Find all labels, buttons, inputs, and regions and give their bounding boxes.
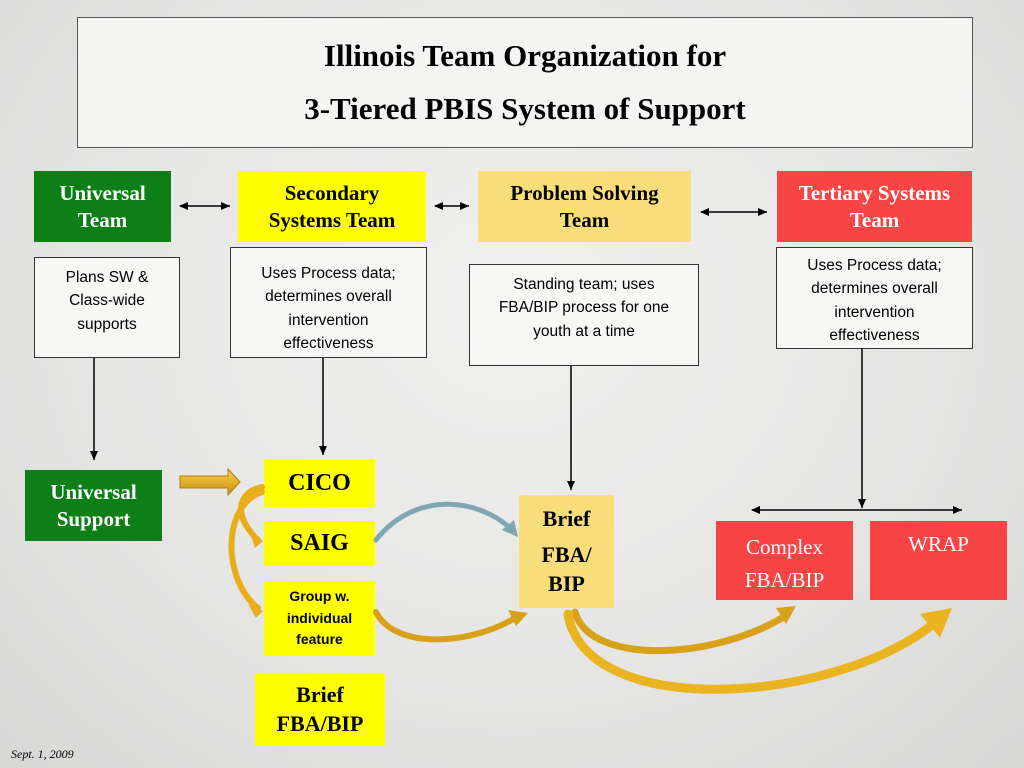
secondary-team-label: Secondary Systems Team — [268, 180, 396, 232]
tertiary-team-label: Tertiary Systems Team — [798, 180, 951, 232]
bip-word: BIP — [548, 571, 585, 597]
universal-team-label: Universal Team — [59, 180, 146, 232]
cico-to-group-curve — [228, 489, 265, 611]
brief-fba-bip-secondary-label: Brief FBA/BIP — [276, 682, 364, 736]
brief-to-wrap-curve — [563, 609, 937, 694]
problem-solving-description: Standing team; uses FBA/BIP process for … — [498, 276, 670, 340]
tertiary-description: Uses Process data; determines overall in… — [807, 257, 942, 344]
saig-to-brief-arrowhead — [502, 520, 518, 537]
cico-to-saig-arrowhead — [250, 533, 263, 548]
universal-description: Plans SW & Class-wide supports — [65, 269, 149, 333]
universal-description-box: Plans SW & Class-wide supports — [34, 257, 180, 358]
brief-to-complex-arrowhead — [776, 606, 796, 624]
problem-solving-team-label: Problem Solving Team — [510, 180, 659, 232]
brief-to-wrap-arrowhead — [920, 608, 952, 638]
problem-solving-team-box: Problem Solving Team — [478, 171, 691, 242]
group-individual-feature-box: Group w. individual feature — [264, 581, 375, 656]
brief-to-complex-curve — [571, 608, 786, 655]
tertiary-description-box: Uses Process data; determines overall in… — [776, 247, 973, 349]
saig-to-brief-curve — [373, 501, 515, 543]
cico-to-group-arrowhead — [248, 604, 263, 618]
cico-box: CICO — [264, 460, 375, 507]
universal-to-secondary-block-arrow — [179, 467, 241, 497]
fba-word: FBA/ — [541, 541, 592, 567]
title-line-1: Illinois Team Organization for — [323, 37, 727, 73]
complex-label: Complex — [746, 535, 823, 559]
secondary-description-box: Uses Process data; determines overall in… — [230, 247, 427, 358]
cico-label: CICO — [288, 470, 351, 497]
secondary-description: Uses Process data; determines overall in… — [261, 265, 396, 352]
secondary-systems-team-box: Secondary Systems Team — [238, 171, 426, 242]
saig-label: SAIG — [290, 530, 349, 557]
group-individual-feature-label: Group w. individual feature — [286, 587, 353, 648]
universal-team-box: Universal Team — [34, 171, 171, 242]
wrap-box: WRAP — [870, 521, 1007, 600]
tertiary-systems-team-box: Tertiary Systems Team — [777, 171, 972, 242]
group-to-brief-arrowhead — [508, 610, 528, 626]
title-box: Illinois Team Organization for 3-Tiered … — [77, 17, 973, 148]
brief-word: Brief — [542, 505, 591, 531]
complex-fba-bip-label: FBA/BIP — [744, 567, 825, 592]
group-to-brief-curve — [373, 609, 518, 643]
title-line-2: 3-Tiered PBIS System of Support — [304, 90, 746, 126]
wrap-label: WRAP — [908, 532, 969, 556]
brief-fba-bip-tertiary-entry-box: Brief FBA/ BIP — [519, 495, 614, 608]
universal-support-box: Universal Support — [25, 470, 162, 541]
complex-fba-bip-box: Complex FBA/BIP — [716, 521, 853, 600]
brief-fba-bip-secondary-box: Brief FBA/BIP — [255, 674, 385, 745]
saig-box: SAIG — [264, 521, 375, 566]
problem-solving-description-box: Standing team; uses FBA/BIP process for … — [469, 264, 699, 366]
universal-support-label: Universal Support — [50, 479, 137, 531]
footer-date: Sept. 1, 2009 — [11, 747, 74, 761]
